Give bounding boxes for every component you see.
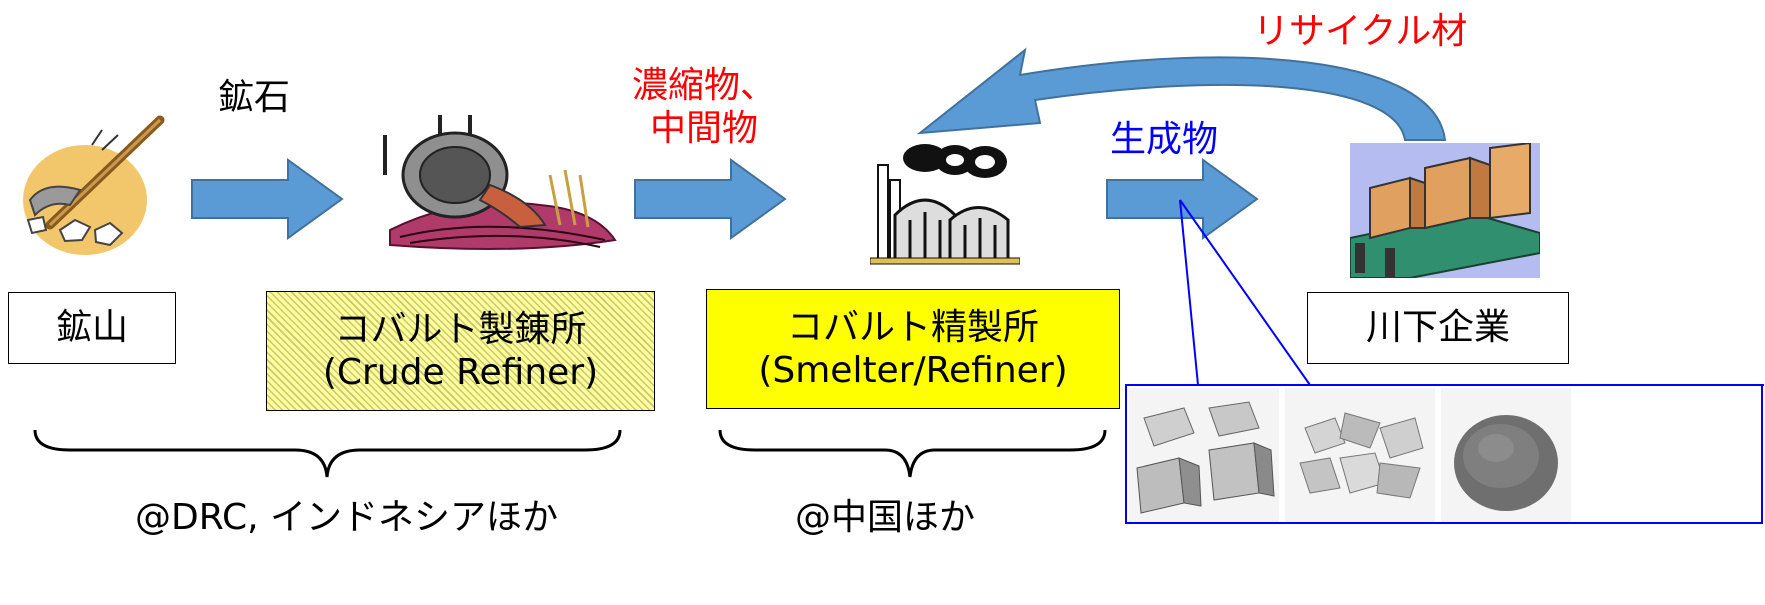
refinery-factory-icon — [870, 144, 1020, 265]
downstream-company-box-label: 川下企業 — [1365, 307, 1510, 349]
ore-label: 鉱石 — [218, 77, 291, 118]
smelter-refiner-box-line2: (Smelter/Refiner) — [758, 350, 1068, 391]
recycle-curved-arrow — [916, 47, 1447, 141]
upstream-brace — [33, 429, 622, 478]
upstream-region-label: @DRC, インドネシアほか — [135, 497, 558, 538]
flow-arrow-ore — [191, 158, 344, 240]
cobalt-flakes-image — [1285, 388, 1435, 522]
crude-refiner-box: コバルト製錬所 (Crude Refiner) — [266, 291, 655, 411]
midstream-brace — [718, 429, 1107, 478]
product-samples-panel — [1125, 384, 1763, 524]
concentrate-label-line2: 中間物 — [650, 108, 759, 150]
concentrate-label: 濃縮物、 中間物 — [632, 64, 776, 150]
concentrate-label-line1: 濃縮物、 — [632, 65, 777, 106]
smelter-refiner-box: コバルト精製所 (Smelter/Refiner) — [706, 289, 1120, 409]
midstream-region-label: @中国ほか — [795, 497, 976, 538]
mine-box: 鉱山 — [8, 292, 176, 364]
crude-refiner-box-line2: (Crude Refiner) — [322, 352, 599, 393]
flow-arrow-concentrate — [634, 158, 787, 240]
product-label: 生成物 — [1110, 119, 1219, 160]
mine-box-label: 鉱山 — [55, 307, 128, 349]
downstream-company-box: 川下企業 — [1307, 292, 1569, 364]
crude-refiner-box-line1: コバルト製錬所 — [334, 308, 587, 350]
cobalt-cubes-image — [1129, 388, 1279, 522]
flow-arrow-product — [1106, 158, 1259, 240]
product-callout-lines — [1179, 199, 1764, 386]
conveyor-boxes-icon — [1350, 143, 1540, 278]
recycled-label: リサイクル材 — [1253, 11, 1468, 52]
smelter-refiner-box-line1: コバルト精製所 — [786, 306, 1039, 348]
smelting-furnace-icon — [383, 115, 617, 250]
mining-pick-icon — [23, 115, 165, 255]
cobalt-powder-image — [1441, 388, 1571, 522]
